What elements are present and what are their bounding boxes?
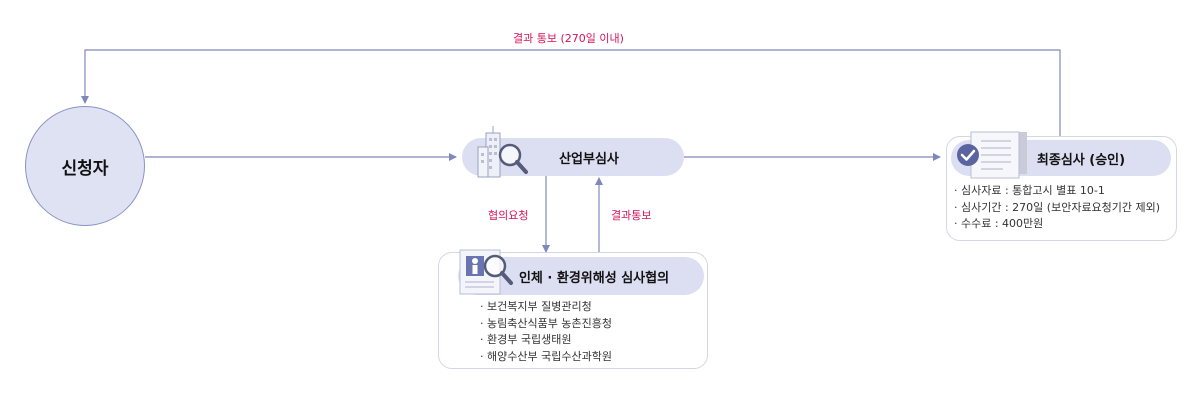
list-item: 수수료 : 400만원	[954, 216, 1160, 233]
list-item: 심사기간 : 270일 (보안자료요청기간 제외)	[954, 200, 1160, 217]
applicant-label: 신청자	[61, 158, 109, 179]
ministry-review-label: 산업부심사	[559, 151, 619, 167]
final-detail-list: 심사자료 : 통합고시 별표 10-1 심사기간 : 270일 (보안자료요청기…	[954, 183, 1160, 233]
approved-document-icon	[957, 131, 1027, 179]
consult-label: 인체 · 환경위해성 심사협의	[518, 270, 670, 286]
label-consult-request: 협의요청	[488, 209, 529, 222]
list-item: 농림축산식품부 농촌진흥청	[480, 316, 612, 333]
arrow-result-notice-top	[81, 49, 1061, 137]
consult-agency-list: 보건복지부 질병관리청 농림축산식품부 농촌진흥청 환경부 국립생태원 해양수산…	[480, 299, 612, 365]
final-review-label: 최종심사 (승인)	[1036, 152, 1126, 168]
building-magnifier-icon	[477, 126, 528, 178]
list-item: 심사자료 : 통합고시 별표 10-1	[954, 183, 1160, 200]
list-item: 해양수산부 국립수산과학원	[480, 349, 612, 366]
label-result-notice-top: 결과 통보 (270일 이내)	[513, 32, 624, 45]
label-result-notice: 결과통보	[611, 209, 652, 222]
applicant-node: 신청자	[25, 106, 145, 226]
person-document-icon	[459, 249, 513, 295]
list-item: 보건복지부 질병관리청	[480, 299, 612, 316]
list-item: 환경부 국립생태원	[480, 332, 612, 349]
